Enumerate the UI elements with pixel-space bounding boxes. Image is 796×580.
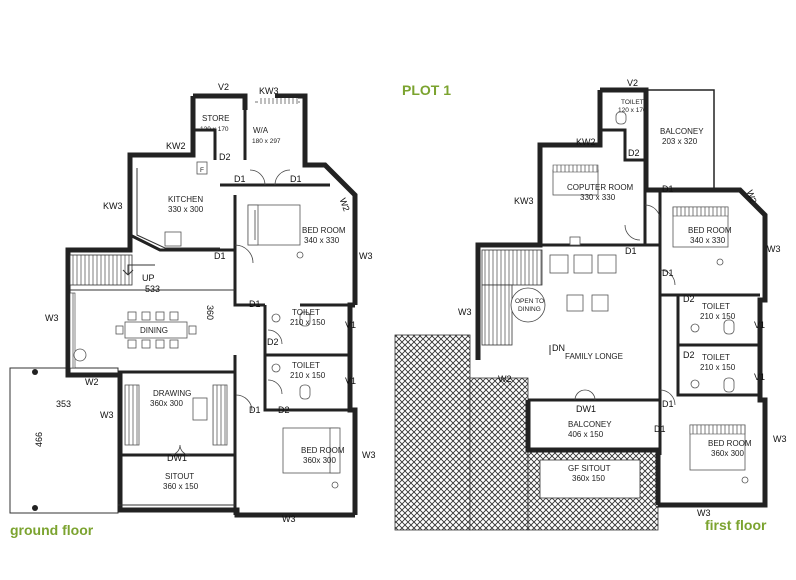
gf-drawing-label: DRAWING [153, 389, 191, 398]
gf-d2-t2: D2 [267, 337, 279, 347]
ff-computer-size: 330 x 330 [580, 193, 616, 202]
ff-toilet2-size: 210 x 150 [700, 363, 736, 372]
gf-v1-b: V1 [345, 376, 356, 386]
gf-v1-a: V1 [345, 320, 356, 330]
car-porch [9, 367, 119, 514]
gf-d1-bed2: D1 [249, 405, 261, 415]
ff-v1-b: V1 [754, 372, 765, 382]
gf-dw1: DW1 [167, 453, 187, 463]
ff-balcony-top-size: 203 x 320 [662, 137, 698, 146]
gf-stair-dim: 533 [145, 284, 160, 294]
ff-d2-t2: D2 [683, 350, 695, 360]
ff-toilet-top-size: 120 x 170 [618, 107, 647, 114]
ff-gf-sitout-size: 360x 150 [572, 474, 605, 483]
gf-toilet1-size: 210 x 150 [290, 318, 326, 327]
ff-bedroom1-size: 340 x 330 [690, 236, 726, 245]
gf-kw3-top: KW3 [259, 86, 279, 96]
ff-d1-b: D1 [625, 246, 637, 256]
gf-dim-360: 360 [205, 305, 215, 320]
ff-w3-bed: W3 [767, 244, 781, 254]
first-floor-caption: first floor [705, 517, 767, 533]
plot-title: PLOT 1 [402, 82, 451, 98]
ff-bedroom2-size: 360x 300 [711, 449, 744, 458]
ff-w3-bed2: W3 [773, 434, 787, 444]
ff-toilet-top-label: TOILET [621, 99, 644, 106]
gf-w3-bed2: W3 [362, 450, 376, 460]
ff-gf-sitout-label: GF SITOUT [568, 464, 611, 473]
ff-dw1: DW1 [576, 404, 596, 414]
gf-wa-label: W/A [253, 126, 269, 135]
first-floor-plan [394, 87, 768, 531]
ff-d1-c: D1 [662, 268, 674, 278]
ff-kw3: KW3 [514, 196, 534, 206]
gf-d1-left: D1 [214, 251, 226, 261]
ff-v1-a: V1 [754, 320, 765, 330]
ff-d1-e: D1 [654, 424, 666, 434]
gf-d1-toilet: D1 [249, 299, 261, 309]
gf-wa-size: 180 x 297 [252, 138, 281, 145]
gf-drawing-size: 360x 300 [150, 399, 183, 408]
gf-w3-bottom: W3 [282, 514, 296, 524]
ff-d1-a: D1 [662, 184, 674, 194]
gf-bedroom2-label: BED ROOM [301, 446, 345, 455]
ff-computer-label: COPUTER ROOM [567, 183, 634, 192]
gf-f: F [200, 167, 204, 174]
ff-w3-bottom: W3 [697, 508, 711, 518]
ff-d2-t1: D2 [683, 294, 695, 304]
gf-dim-353: 353 [56, 399, 71, 409]
gf-d2-store: D2 [219, 152, 231, 162]
gf-w3-draw: W3 [100, 410, 114, 420]
gf-kw3-left: KW3 [103, 201, 123, 211]
ff-w3-left: W3 [458, 307, 472, 317]
gf-d2-bed2: D2 [278, 405, 290, 415]
ff-v2: V2 [627, 78, 638, 88]
ff-balcony-mid-size: 406 x 150 [568, 430, 604, 439]
gf-dining-label: DINING [140, 326, 168, 335]
ff-kw2: KW2 [576, 137, 596, 147]
gf-kw2: KW2 [166, 141, 186, 151]
ff-toilet2-label: TOILET [702, 353, 730, 362]
first-floor-labels: TOILET 120 x 170 BALCONEY 203 x 320 COPU… [458, 78, 787, 533]
gf-toilet2-label: TOILET [292, 361, 320, 370]
gf-bedroom2-size: 360x 300 [303, 456, 336, 465]
gf-kitchen-size: 330 x 300 [168, 205, 204, 214]
gf-w2-bottom: W2 [85, 377, 99, 387]
ff-balcony-top-label: BALCONEY [660, 127, 704, 136]
gf-dim-466: 466 [34, 432, 44, 447]
ff-open-dining-1: OPEN TO [515, 298, 544, 305]
ff-toilet1-label: TOILET [702, 302, 730, 311]
ff-w2-bal: W2 [498, 374, 512, 384]
ff-d2-top: D2 [628, 148, 640, 158]
gf-toilet2-size: 210 x 150 [290, 371, 326, 380]
ff-d1-d: D1 [662, 399, 674, 409]
ff-toilet1-size: 210 x 150 [700, 312, 736, 321]
gf-toilet1-label: TOILET [292, 308, 320, 317]
ff-w2-bed: W2 [745, 189, 759, 205]
gf-sitout-size: 360 x 150 [163, 482, 199, 491]
ff-balcony-mid-label: BALCONEY [568, 420, 612, 429]
ff-family-label: FAMILY LONGE [565, 352, 623, 361]
ff-open-dining-2: DINING [518, 306, 541, 313]
gf-w3-bed: W3 [359, 251, 373, 261]
gf-v2: V2 [218, 82, 229, 92]
gf-d1-kitchen-b: D1 [290, 174, 302, 184]
ground-floor-labels: STORE 120 x 170 W/A 180 x 297 KITCHEN 33… [10, 82, 376, 538]
ff-bedroom2-label: BED ROOM [708, 439, 752, 448]
ff-dn: DN [552, 343, 565, 353]
gf-bedroom1-label: BED ROOM [302, 226, 346, 235]
gf-kitchen-label: KITCHEN [168, 195, 203, 204]
gf-sitout-label: SITOUT [165, 472, 194, 481]
gf-w2-bed: W2 [338, 197, 352, 213]
gf-store-size: 120 x 170 [200, 126, 229, 133]
gf-store-label: STORE [202, 114, 229, 123]
gf-bedroom1-size: 340 x 330 [304, 236, 340, 245]
ground-floor-caption: ground floor [10, 522, 94, 538]
ground-floor-plan [9, 93, 358, 518]
gf-d1-kitchen-a: D1 [234, 174, 246, 184]
gf-up: UP [142, 273, 155, 283]
gf-w3-left: W3 [45, 313, 59, 323]
ff-bedroom1-label: BED ROOM [688, 226, 732, 235]
